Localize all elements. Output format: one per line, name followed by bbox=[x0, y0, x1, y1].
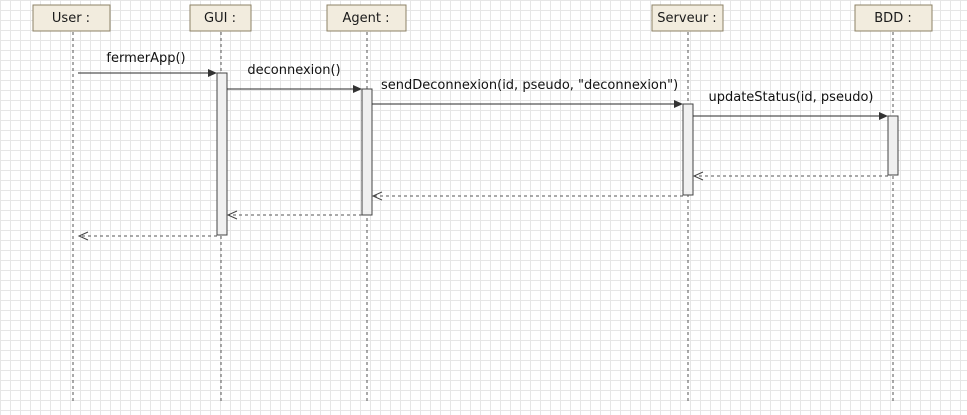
return-message-agent bbox=[226, 210, 362, 220]
message-senddeconnexion: sendDeconnexion(id, pseudo, "deconnexion… bbox=[372, 78, 683, 108]
lifeline-user-box[interactable] bbox=[32, 4, 111, 32]
message-senddeconnexion-label: sendDeconnexion(id, pseudo, "deconnexion… bbox=[381, 78, 678, 93]
activation-serveur bbox=[682, 103, 694, 196]
message-deconnexion: deconnexion() bbox=[227, 63, 362, 93]
return-message-bdd-arrowhead bbox=[692, 171, 704, 181]
message-fermerapp: fermerApp() bbox=[78, 51, 217, 77]
lifeline-serveur-box[interactable] bbox=[651, 4, 724, 32]
activation-gui bbox=[216, 72, 228, 236]
lifeline-gui-box[interactable] bbox=[189, 4, 252, 32]
lifeline-serveur: Serveur : bbox=[651, 4, 724, 403]
lifeline-bdd: BDD : bbox=[854, 4, 933, 403]
message-deconnexion-label: deconnexion() bbox=[247, 63, 340, 78]
return-message-bdd bbox=[692, 171, 888, 181]
activation-agent bbox=[361, 88, 373, 216]
activation-bdd bbox=[887, 115, 899, 176]
lifeline-agent-label: Agent : bbox=[343, 11, 390, 26]
lifeline-user-label: User : bbox=[52, 11, 90, 26]
message-deconnexion-arrowhead bbox=[353, 85, 362, 93]
return-message-gui-arrowhead bbox=[77, 231, 89, 241]
return-message-gui bbox=[77, 231, 217, 241]
message-fermerapp-arrowhead bbox=[208, 69, 217, 77]
lifeline-agent-box[interactable] bbox=[326, 4, 407, 32]
message-senddeconnexion-arrowhead bbox=[674, 100, 683, 108]
lifeline-gui-label: GUI : bbox=[204, 11, 236, 26]
lifeline-serveur-label: Serveur : bbox=[657, 11, 716, 26]
message-updatestatus-arrowhead bbox=[879, 112, 888, 120]
return-message-serveur bbox=[371, 191, 683, 201]
lifeline-bdd-label: BDD : bbox=[874, 11, 911, 26]
lifeline-bdd-box[interactable] bbox=[854, 4, 933, 32]
message-updatestatus-label: updateStatus(id, pseudo) bbox=[709, 90, 874, 105]
return-message-agent-arrowhead bbox=[226, 210, 238, 220]
message-fermerapp-label: fermerApp() bbox=[106, 51, 185, 66]
lifeline-user: User : bbox=[32, 4, 111, 403]
return-message-serveur-arrowhead bbox=[371, 191, 383, 201]
message-updatestatus: updateStatus(id, pseudo) bbox=[693, 90, 888, 120]
